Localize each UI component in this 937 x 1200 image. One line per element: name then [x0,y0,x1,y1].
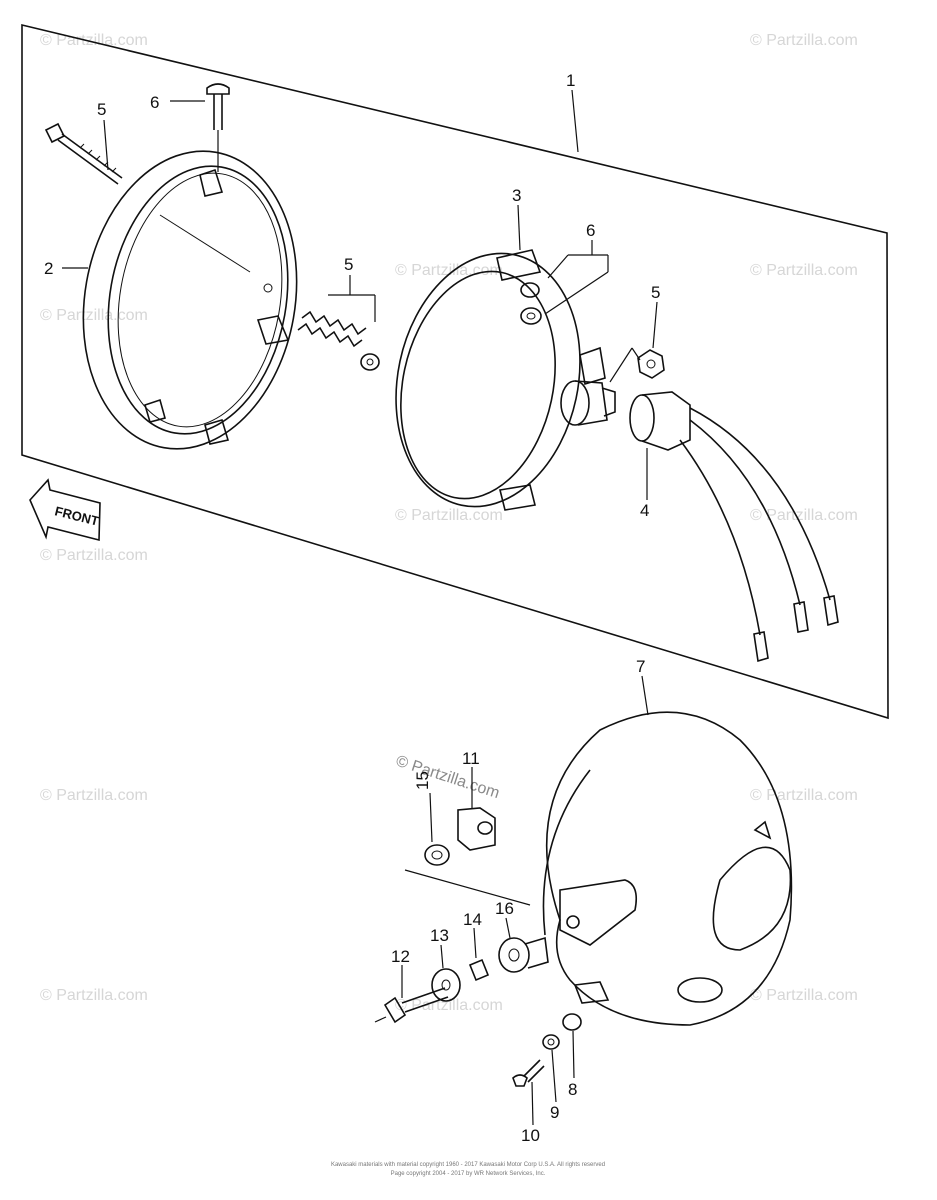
watermark-text: © Partzilla.com [750,262,858,279]
callout-15: 15 [413,771,432,790]
leader-lines [62,89,658,1126]
callout-13: 13 [430,926,449,945]
part-11-15-bracket [404,807,531,906]
callout-5-screw: 5 [97,100,106,119]
part-6-nut-washer [520,282,542,325]
callout-8: 8 [568,1080,577,1099]
front-arrow: FRONT [29,478,101,542]
part-5-screw [44,122,123,185]
part-3-headlight-unit [395,249,616,511]
callout-1: 1 [566,71,575,90]
part-2-headlight-rim [82,150,298,450]
callout-16: 16 [495,899,514,918]
callout-7: 7 [636,657,645,676]
watermark-text: © Partzilla.com [395,262,503,279]
assembly-panel [21,23,889,720]
part-7-headlight-housing [542,711,793,1026]
watermark-text: © Partzilla.com [395,997,503,1014]
watermark-text: © Partzilla.com [40,987,148,1004]
watermark-text: © Partzilla.com [40,547,148,564]
callout-4: 4 [640,501,649,520]
watermark-text: © Partzilla.com [40,787,148,804]
front-label: FRONT [53,503,100,528]
callout-6-nut-washer: 6 [586,221,595,240]
footer-copyright: Kawasaki materials with material copyrig… [331,1162,605,1177]
callout-12: 12 [391,947,410,966]
watermark-text: © Partzilla.com [750,507,858,524]
part-6-screw [206,83,230,172]
watermark-text: © Partzilla.com [750,787,858,804]
callout-2: 2 [44,259,53,278]
watermark-text: © Partzilla.com [394,753,502,802]
callout-5-nut: 5 [651,283,660,302]
callout-10: 10 [521,1126,540,1145]
part-5-nut [609,347,665,383]
callout-3: 3 [512,186,521,205]
part-12-16-fasteners [374,936,549,1024]
callouts: 1 2 3 4 5 5 5 6 6 7 8 9 10 11 12 13 14 1… [44,71,660,1145]
watermark-text: © Partzilla.com [750,987,858,1004]
callout-9: 9 [550,1103,559,1122]
part-8-10-fasteners [512,1013,582,1087]
callout-14: 14 [463,910,482,929]
footer-line-1: Kawasaki materials with material copyrig… [331,1162,605,1168]
watermark-text: © Partzilla.com [395,507,503,524]
callout-6-screw: 6 [150,93,159,112]
callout-11: 11 [462,749,480,768]
callout-5-spring: 5 [344,255,353,274]
watermark-text: © Partzilla.com [750,32,858,49]
footer-line-2: Page copyright 2004 - 2017 by WR Network… [391,1171,546,1177]
watermark-text: © Partzilla.com [40,307,148,324]
watermark-text: © Partzilla.com [40,32,148,49]
watermark-layer: © Partzilla.com © Partzilla.com © Partzi… [40,32,858,1014]
part-5-spring [297,310,380,371]
part-4-socket [629,391,839,663]
